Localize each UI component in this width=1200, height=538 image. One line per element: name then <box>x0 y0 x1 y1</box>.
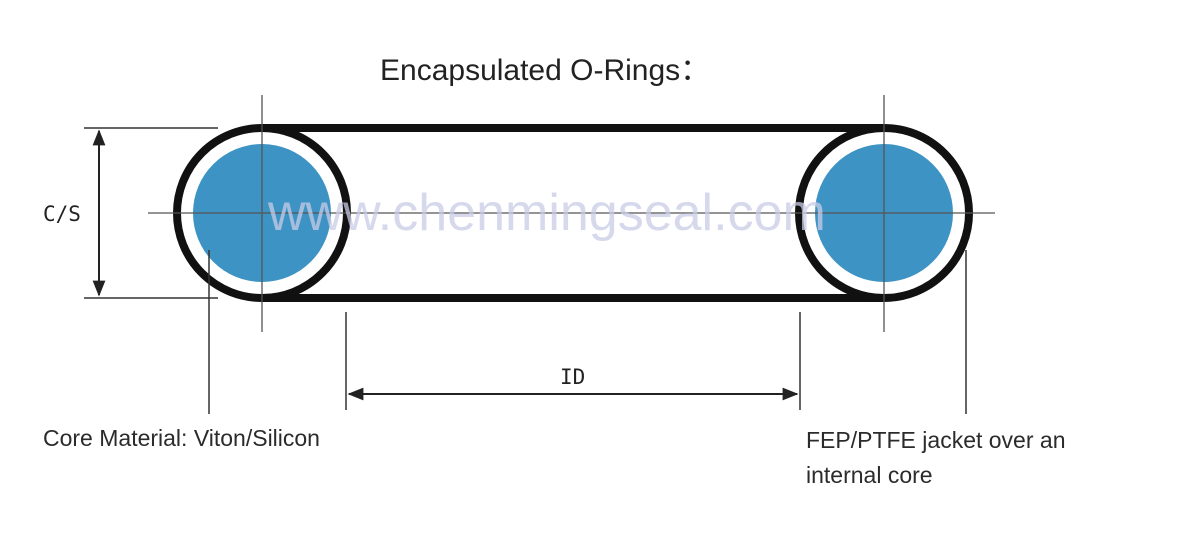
jacket-label-line-2: internal core <box>806 462 933 488</box>
id-dimension-label: ID <box>560 365 585 389</box>
cs-dimension-label: C/S <box>43 202 81 226</box>
diagram-title: Encapsulated O-Rings： <box>380 54 710 87</box>
jacket-label-line-1: FEP/PTFE jacket over an <box>806 427 1065 453</box>
watermark-text: www.chenmingseal.com <box>267 184 826 242</box>
core-material-label: Core Material: Viton/Silicon <box>43 425 320 451</box>
